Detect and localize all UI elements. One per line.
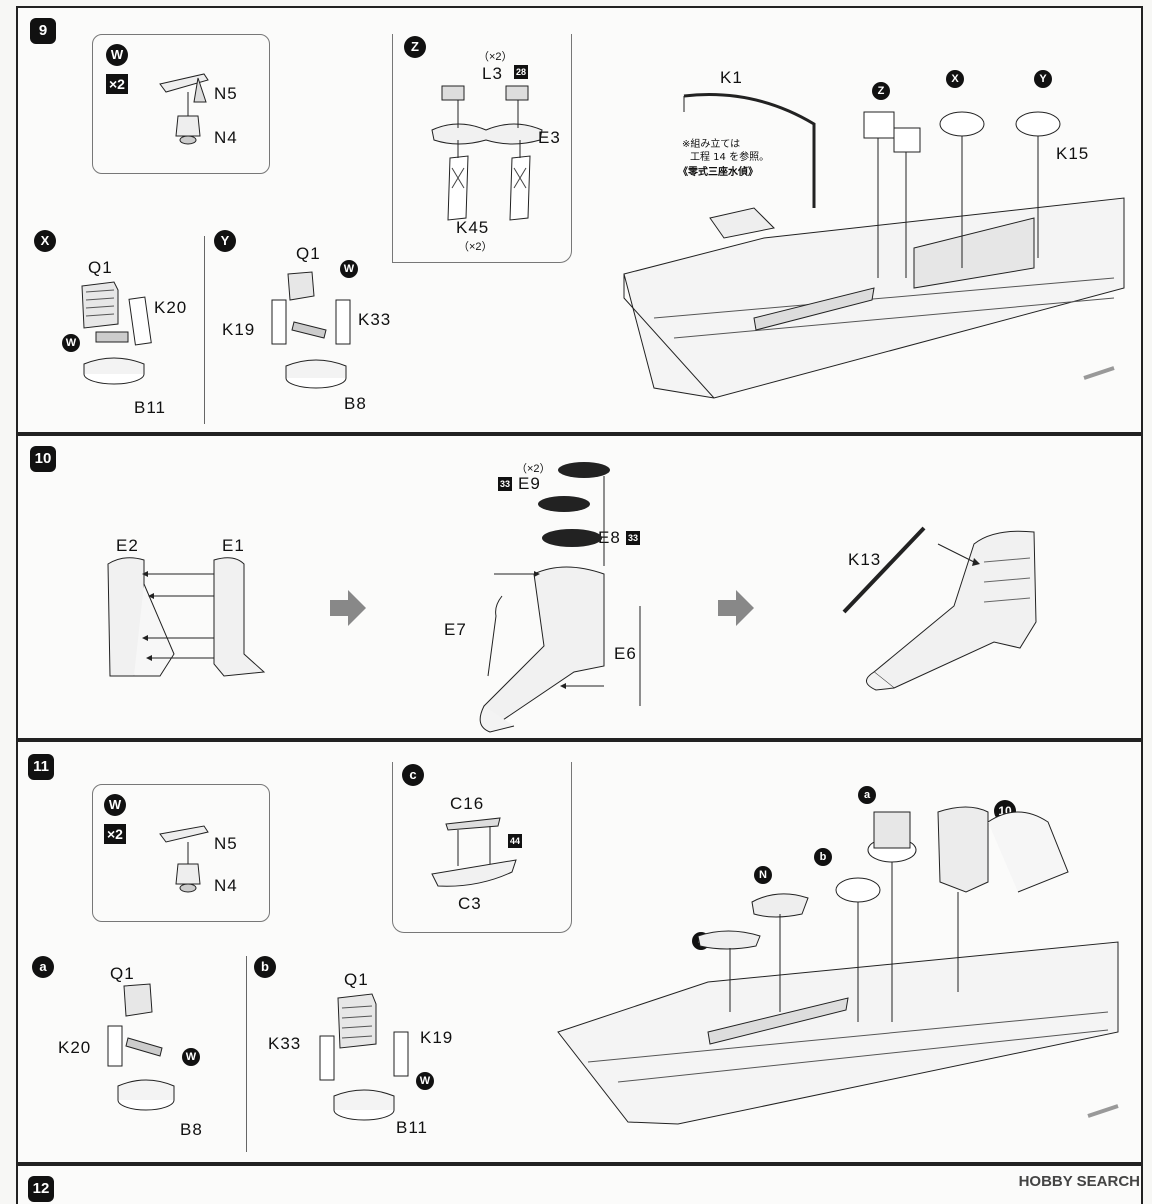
turret-y-illustration <box>271 271 351 389</box>
paint-ref-badge: 44 <box>508 834 522 848</box>
marker-z: Z <box>872 82 890 100</box>
part-label-e7: E7 <box>444 620 467 639</box>
step-number: 12 <box>28 1176 54 1202</box>
turret-b-illustration <box>319 993 409 1121</box>
sub-assembly-c-box <box>392 762 572 933</box>
marker-x: X <box>946 70 964 88</box>
part-label-n4: N4 <box>214 128 238 147</box>
watermark: HOBBY SEARCH <box>1018 1173 1140 1190</box>
step-number: 10 <box>30 446 56 472</box>
marker-n: N <box>754 866 772 884</box>
part-label-l3: L3 <box>482 64 503 83</box>
marker-c: c <box>402 764 424 786</box>
marker-b: b <box>254 956 276 978</box>
part-label-e3: E3 <box>538 128 561 147</box>
ship-hull-illustration <box>557 806 1119 1125</box>
marker-w: W <box>106 44 128 66</box>
step-number: 9 <box>30 18 56 44</box>
quantity-note: （×2） <box>516 463 551 475</box>
part-label-e1: E1 <box>222 536 245 555</box>
part-label-k33: K33 <box>268 1034 302 1053</box>
marker-w: W <box>104 794 126 816</box>
part-label-q1: Q1 <box>110 964 135 983</box>
quantity-badge: ×2 <box>104 824 126 844</box>
assembly-note: 《零式三座水偵》 <box>678 167 758 178</box>
completed-funnel-illustration <box>842 526 1037 691</box>
funnel-assembly-illustration <box>479 462 641 733</box>
step-10-panel: 10 E2 E1 （×2） 33 E9 E8 33 E7 E6 K13 <box>16 434 1143 740</box>
marker-w-small: W <box>340 260 358 278</box>
marker-b: b <box>814 848 832 866</box>
paint-ref-badge: 33 <box>626 531 640 545</box>
marker-y: Y <box>214 230 236 252</box>
part-label-b11: B11 <box>134 398 166 417</box>
funnel-halves-illustration <box>107 557 266 677</box>
marker-a: a <box>858 786 876 804</box>
assembly-note: 工程 14 を参照。 <box>690 152 770 163</box>
part-label-b8: B8 <box>344 394 367 413</box>
part-label-k45: K45 <box>456 218 490 237</box>
part-label-e2: E2 <box>116 536 139 555</box>
sub-assembly-w-box <box>92 784 270 922</box>
part-label-e6: E6 <box>614 644 637 663</box>
sub-assembly-w-box <box>92 34 270 174</box>
marker-w-small: W <box>416 1072 434 1090</box>
part-label-k33: K33 <box>358 310 392 329</box>
gun-barrel-part-illustration <box>159 73 209 145</box>
part-label-b11: B11 <box>396 1118 428 1137</box>
boat-parts-illustration <box>431 817 517 887</box>
ship-hull-illustration <box>623 93 1125 399</box>
part-label-e8: E8 <box>598 528 621 547</box>
part-label-k19: K19 <box>420 1028 454 1047</box>
part-label-k13: K13 <box>848 550 882 569</box>
part-label-c16: C16 <box>450 794 485 813</box>
part-label-k20: K20 <box>154 298 188 317</box>
part-label-k19: K19 <box>222 320 256 339</box>
part-label-n5: N5 <box>214 834 238 853</box>
marker-y: Y <box>1034 70 1052 88</box>
paint-ref-badge: 33 <box>498 477 512 491</box>
part-label-c3: C3 <box>458 894 482 913</box>
gun-barrel-part-illustration <box>159 825 209 893</box>
part-label-n4: N4 <box>214 876 238 895</box>
marker-w-small: W <box>62 334 80 352</box>
divider-line <box>204 236 205 424</box>
part-label-k1: K1 <box>720 68 743 87</box>
part-label-e9: E9 <box>518 474 541 493</box>
assembly-note: ※組み立ては <box>682 139 741 150</box>
part-label-q1: Q1 <box>88 258 113 277</box>
step-9-panel: 9 W ×2 N5 N4 Z （×2） L3 28 E3 K45 （×2） X … <box>16 6 1143 434</box>
quantity-note: （×2） <box>478 51 513 63</box>
step-11-panel: 11 W ×2 N5 N4 c C16 44 C3 a Q1 K20 W B8 … <box>16 740 1143 1164</box>
turret-a-illustration <box>107 983 175 1111</box>
quantity-note: （×2） <box>458 241 493 253</box>
marker-w-small: W <box>182 1048 200 1066</box>
part-label-k15: K15 <box>1056 144 1090 163</box>
step-12-panel: 12 <box>16 1164 1143 1204</box>
divider-line <box>246 956 247 1152</box>
paint-ref-badge: 28 <box>514 65 528 79</box>
part-label-q1: Q1 <box>344 970 369 989</box>
marker-z: Z <box>404 36 426 58</box>
part-label-b8: B8 <box>180 1120 203 1139</box>
sub-assembly-z-box <box>392 34 572 263</box>
flow-arrow <box>718 590 754 626</box>
marker-a: a <box>32 956 54 978</box>
step-number: 11 <box>28 754 54 780</box>
flow-arrow <box>330 590 366 626</box>
part-label-k20: K20 <box>58 1038 92 1057</box>
mast-platform-illustration <box>431 85 543 221</box>
turret-x-illustration <box>81 281 152 385</box>
marker-x: X <box>34 230 56 252</box>
quantity-badge: ×2 <box>106 74 128 94</box>
part-label-q1: Q1 <box>296 244 321 263</box>
part-label-n5: N5 <box>214 84 238 103</box>
